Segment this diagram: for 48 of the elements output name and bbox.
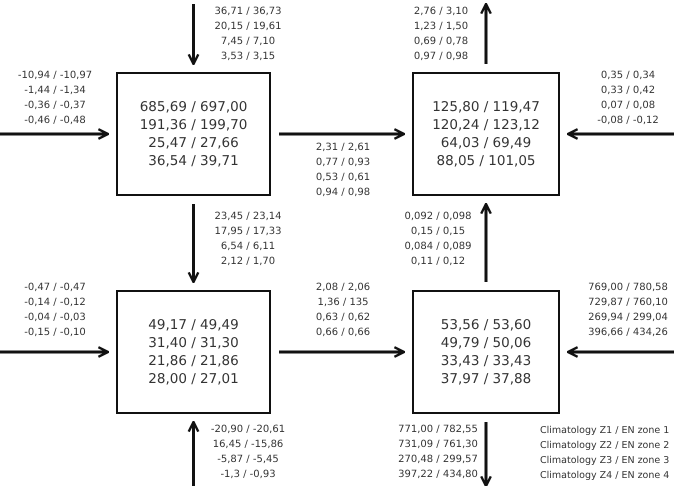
edge-label: 0,35 / 0,34 0,33 / 0,42 0,07 / 0,08 -0,08 / -0,12	[596, 69, 660, 128]
edge-label: -10,94 / -10,97 -1,44 / -1,34 -0,36 / -0,37 -0,46 / -0,48	[16, 69, 94, 128]
edge-label: -20,90 / -20,61 16,45 / -15,86 -5,87 / -5,45 -1,3 / -0,93	[210, 423, 286, 482]
arrow	[0, 346, 110, 358]
value-text: 49,17 / 49,49	[148, 316, 239, 334]
note-text: Climatology Z3 / EN zone 3	[540, 454, 670, 468]
arrow	[566, 346, 674, 358]
value-text: 21,86 / 21,86	[148, 352, 239, 370]
value-text: 125,80 / 119,47	[432, 98, 540, 116]
value-text: 31,40 / 31,30	[148, 334, 239, 352]
value-text: 53,56 / 53,60	[440, 316, 532, 334]
value-text: 25,47 / 27,66	[148, 134, 239, 152]
arrow	[480, 422, 492, 486]
note-text: Climatology Z4 / EN zone 4	[540, 469, 670, 483]
value-text: 37,97 / 37,88	[440, 370, 532, 388]
value-text: 191,36 / 199,70	[140, 116, 248, 134]
edge-label: 2,76 / 3,10 1,23 / 1,50 0,69 / 0,78 0,97 / 0,98	[412, 5, 470, 64]
value-text: 36,54 / 39,71	[148, 152, 239, 170]
value-text: 28,00 / 27,01	[148, 370, 239, 388]
arrow	[279, 346, 406, 358]
edge-label: 23,45 / 23,14 17,95 / 17,33 6,54 / 6,11 2,12 / 1,70	[214, 210, 282, 269]
arrow	[279, 128, 406, 140]
edge-label: 771,00 / 782,55 731,09 / 761,30 270,48 / 299,57 397,22 / 434,80	[397, 423, 479, 482]
value-text: 64,03 / 69,49	[440, 134, 532, 152]
note-text: Climatology Z2 / EN zone 2	[540, 439, 670, 453]
edge-label: 2,31 / 2,61 0,77 / 0,93 0,53 / 0,61 0,94 / 0,98	[314, 141, 372, 200]
value-text: 88,05 / 101,05	[436, 152, 536, 170]
arrow	[188, 4, 200, 66]
edge-label: 0,092 / 0,098 0,15 / 0,15 0,084 / 0,089 0,11 / 0,12	[404, 210, 472, 269]
arrow	[188, 420, 200, 486]
value-text: 33,43 / 33,43	[440, 352, 532, 370]
arrow	[566, 128, 674, 140]
edge-label: 36,71 / 36,73 20,15 / 19,61 7,45 / 7,10 3,53 / 3,15	[214, 5, 282, 64]
value-box	[412, 72, 560, 196]
value-box	[116, 290, 271, 414]
arrow	[0, 128, 110, 140]
value-box	[116, 72, 271, 196]
arrow	[188, 204, 200, 284]
arrow	[480, 2, 492, 64]
arrow	[480, 202, 492, 282]
value-box	[412, 290, 560, 414]
edge-label: 769,00 / 780,58 729,87 / 760,10 269,94 / 299,04 396,66 / 434,26	[587, 281, 669, 340]
value-text: 685,69 / 697,00	[140, 98, 248, 116]
value-text: 120,24 / 123,12	[432, 116, 540, 134]
edge-label: 2,08 / 2,06 1,36 / 135 0,63 / 0,62 0,66 / 0,66	[314, 281, 372, 340]
edge-label: -0,47 / -0,47 -0,14 / -0,12 -0,04 / -0,03 -0,15 / -0,10	[23, 281, 87, 340]
note-text: Climatology Z1 / EN zone 1	[540, 424, 670, 438]
value-text: 49,79 / 50,06	[440, 334, 532, 352]
